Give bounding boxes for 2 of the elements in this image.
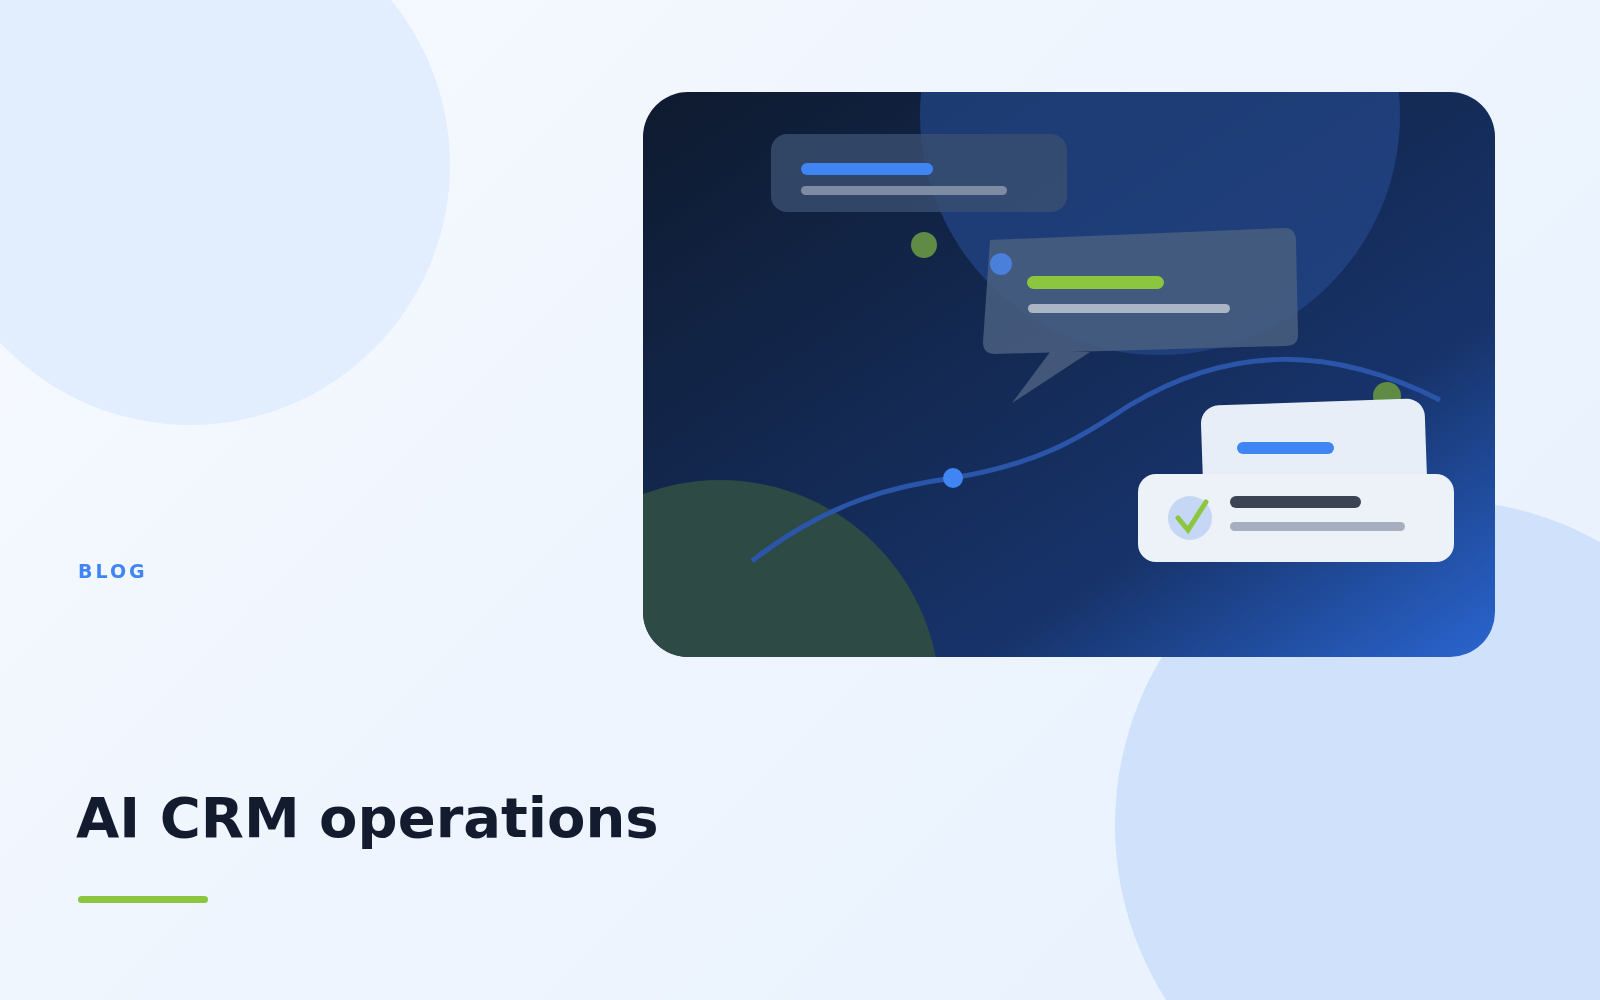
page-title: AI CRM operations (76, 785, 659, 850)
category-label: BLOG (78, 560, 148, 582)
